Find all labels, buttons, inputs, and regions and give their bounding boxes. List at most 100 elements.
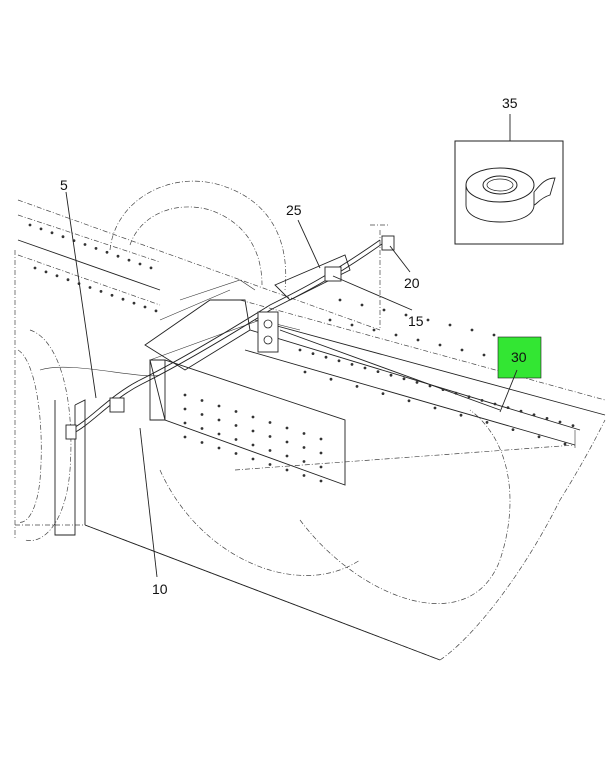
rivet-dot [132, 301, 136, 305]
rivet-dot [480, 399, 484, 402]
rivet-dot [251, 457, 255, 461]
callout-20[interactable]: 20 [404, 275, 420, 291]
rivet-dot [183, 393, 187, 397]
rear-tire-outline [109, 180, 511, 604]
rivet-dot [61, 235, 65, 239]
rivet-dot [251, 429, 255, 433]
rivet-dot [110, 293, 114, 297]
callout-30-highlight[interactable] [497, 336, 542, 379]
rivet-dot [482, 353, 486, 357]
rivet-dot [302, 432, 306, 435]
rivet-dot [324, 355, 328, 359]
rivet-dot [285, 440, 289, 444]
callout-15[interactable]: 15 [408, 313, 424, 329]
rivet-dot [183, 421, 187, 425]
cross-member [149, 319, 346, 486]
rivet-dot [459, 413, 463, 417]
rivet-dot [50, 231, 54, 235]
rivet-dot [360, 303, 364, 307]
rivet-dot [519, 409, 523, 413]
rivet-dot [493, 402, 497, 406]
rivet-dot [485, 421, 489, 424]
rivet-dot [66, 278, 70, 282]
rivet-dot [251, 443, 255, 447]
rivet-dot [138, 262, 142, 266]
callout-25[interactable]: 25 [286, 202, 302, 218]
rivet-dot [268, 435, 272, 438]
rivet-dot [302, 446, 306, 449]
rivet-dot [532, 413, 536, 417]
rivet-dot [328, 318, 332, 322]
rivet-dot [389, 373, 393, 377]
rivet-dot [372, 328, 376, 332]
rivet-dot [127, 258, 131, 262]
front-tire-outline [17, 329, 72, 541]
rivet-dot [337, 359, 341, 363]
rivet-dot [234, 438, 238, 441]
rivet-dot [415, 381, 419, 384]
rivet-dot [563, 442, 567, 446]
rivet-dot [448, 323, 452, 327]
rivet-dot [285, 454, 289, 458]
rivet-dot [571, 424, 575, 427]
rivet-dot [121, 297, 125, 301]
rivet-dot [234, 424, 238, 427]
front-vertical-bracket [39, 366, 161, 536]
left-frame-rail [17, 199, 390, 331]
rivet-dot [234, 410, 238, 413]
rivet-dot [234, 452, 238, 455]
rivet-dot [470, 328, 474, 332]
rivet-dot [441, 388, 445, 391]
rivet-dot [268, 421, 272, 424]
rivet-dot [83, 243, 87, 246]
rivet-dot [404, 313, 408, 317]
rivet-dot [511, 428, 515, 431]
wire-harness [69, 239, 501, 435]
rivet-dot [350, 363, 354, 366]
rivet-dot [200, 399, 204, 402]
rivet-dot [298, 348, 302, 352]
rivet-dot [433, 406, 437, 410]
rivet-dot [319, 437, 323, 441]
rivet-dot [537, 435, 541, 439]
rivet-dot [200, 441, 204, 444]
rivet-dot [382, 308, 386, 312]
rivet-dot [460, 348, 464, 352]
callout-35[interactable]: 35 [502, 95, 518, 111]
rivet-dot [39, 227, 43, 231]
rivet-dot [407, 399, 411, 403]
rivet-dot [116, 254, 120, 258]
rivet-dot [428, 384, 432, 388]
rivet-dot [99, 290, 103, 293]
rivet-dot [454, 391, 458, 395]
floor-outline [14, 250, 606, 661]
rivet-dot [302, 460, 306, 463]
callout-10[interactable]: 10 [152, 581, 168, 597]
rivet-dot [302, 474, 306, 477]
rivet-dot [329, 377, 333, 381]
rivet-dot [251, 415, 255, 419]
rivet-dot [55, 274, 59, 278]
rivet-dot [217, 404, 221, 408]
rivet-dot [394, 333, 398, 337]
rivet-dot [183, 407, 187, 411]
rivet-dot [381, 392, 385, 395]
rivet-dot [94, 247, 98, 250]
callout-5[interactable]: 5 [60, 177, 68, 193]
rivet-dot [338, 298, 342, 302]
rivet-dot [492, 333, 496, 337]
rivet-dot [319, 465, 323, 469]
tape-roll-icon [465, 167, 556, 223]
rivet-dot [355, 385, 359, 388]
callout-30[interactable]: 30 [511, 349, 527, 365]
rivet-dot [376, 370, 380, 373]
rivet-dot [200, 413, 204, 416]
connector-20 [381, 235, 395, 251]
rivet-dot [33, 266, 37, 270]
rivet-dot [88, 286, 92, 289]
rivet-dot [311, 352, 315, 355]
rivet-dot [467, 395, 471, 399]
rivet-dot [319, 479, 323, 483]
rivet-dot [200, 427, 204, 430]
rivet-dot [285, 468, 289, 472]
